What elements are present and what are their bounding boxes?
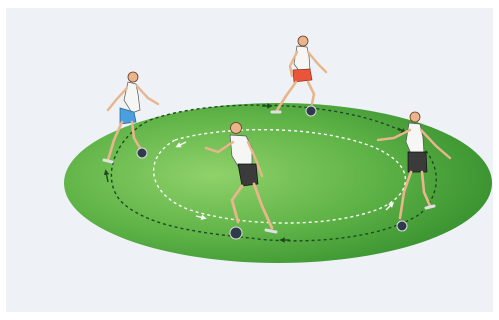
- soccer-ball: [306, 106, 316, 116]
- soccer-ball: [137, 148, 147, 158]
- soccer-ball: [230, 227, 242, 239]
- grass-field: [64, 103, 492, 263]
- soccer-ball: [397, 221, 407, 231]
